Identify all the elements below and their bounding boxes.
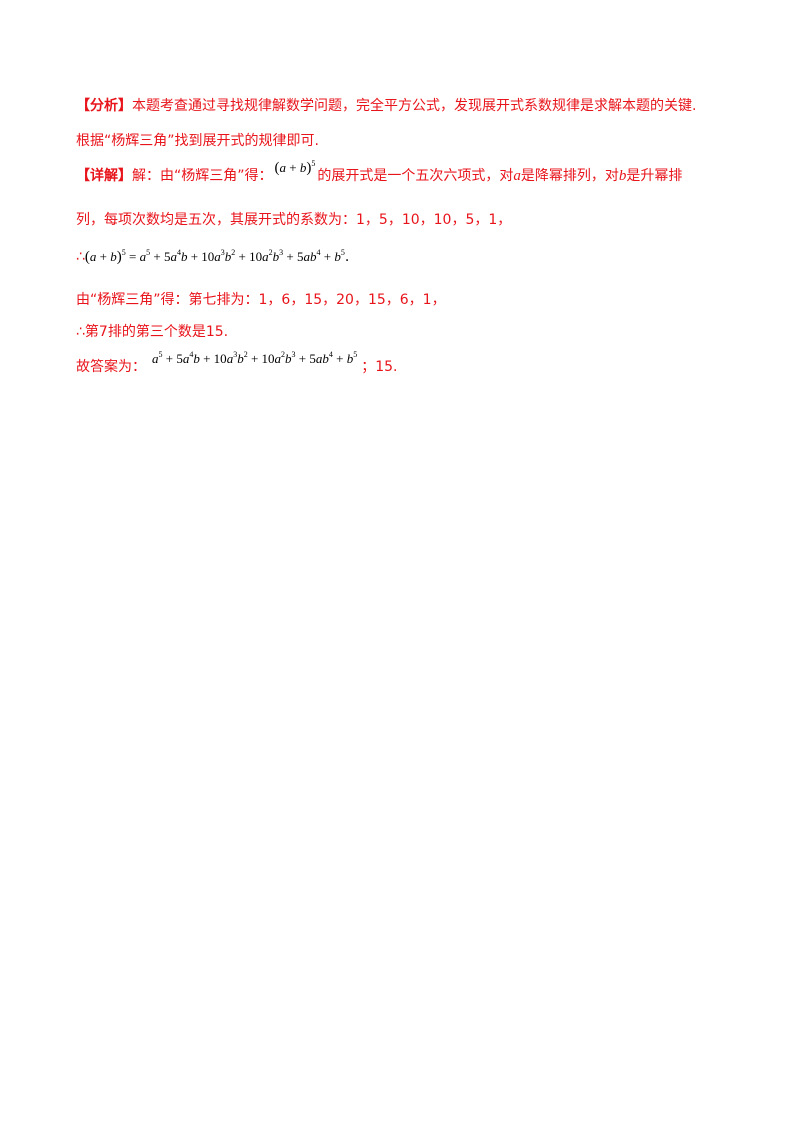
analysis-text-1: 本题考查通过寻找规律解数学问题，完全平方公式，发现展开式系数规律是求解本题的关键…	[132, 98, 697, 114]
therefore-symbol: ∴	[76, 249, 85, 265]
analysis-line-2: 根据“杨辉三角”找到展开式的规律即可.	[76, 131, 730, 151]
variable-b: b	[618, 168, 627, 184]
detail-prefix: 解：由“杨辉三角”得：	[132, 168, 273, 184]
detail-line-3: ∴(a + b)5 = a5 + 5a4b + 10a3b2 + 10a2b3 …	[76, 243, 730, 267]
variable-a: a	[513, 168, 521, 184]
analysis-text-2: 根据“杨辉三角”找到展开式的规律即可.	[76, 133, 319, 149]
detail-mid-2: 是降幂排列，对	[520, 168, 619, 184]
formula-expansion: (a + b)5 = a5 + 5a4b + 10a3b2 + 10a2b3 +…	[84, 248, 345, 265]
analysis-line-1: 【分析】本题考查通过寻找规律解数学问题，完全平方公式，发现展开式系数规律是求解本…	[76, 96, 730, 116]
detail-line-4: 由“杨辉三角”得：第七排为：1，6，15，20，15，6，1，	[76, 290, 730, 310]
formula-period: .	[344, 249, 350, 265]
detail-coefficients-text: 列，每项次数均是五次，其展开式的系数为：1，5，10，10，5，1，	[76, 212, 512, 228]
detail-line-1: 【详解】解：由“杨辉三角”得：(a + b)5的展开式是一个五次六项式，对a是降…	[76, 159, 730, 186]
detail-line-2: 列，每项次数均是五次，其展开式的系数为：1，5，10，10，5，1，	[76, 210, 730, 230]
answer-suffix: ；15.	[361, 359, 398, 375]
seventh-row-text: 由“杨辉三角”得：第七排为：1，6，15，20，15，6，1，	[76, 292, 446, 308]
detail-mid-3: 是升幂排	[626, 168, 683, 184]
formula-binomial-power: (a + b)5	[274, 159, 316, 176]
answer-line: 故答案为： a5 + 5a4b + 10a3b2 + 10a2b3 + 5ab4 …	[76, 350, 730, 377]
answer-prefix: 故答案为：	[76, 359, 146, 375]
detail-line-5: ∴第7排的第三个数是15.	[76, 322, 730, 342]
analysis-tag: 【分析】	[76, 98, 132, 114]
detail-mid-1: 的展开式是一个五次六项式，对	[317, 168, 514, 184]
detail-tag: 【详解】	[76, 168, 132, 184]
third-number-text: ∴第7排的第三个数是15.	[76, 324, 229, 340]
formula-answer-expansion: a5 + 5a4b + 10a3b2 + 10a2b3 + 5ab4 + b5	[152, 350, 358, 366]
